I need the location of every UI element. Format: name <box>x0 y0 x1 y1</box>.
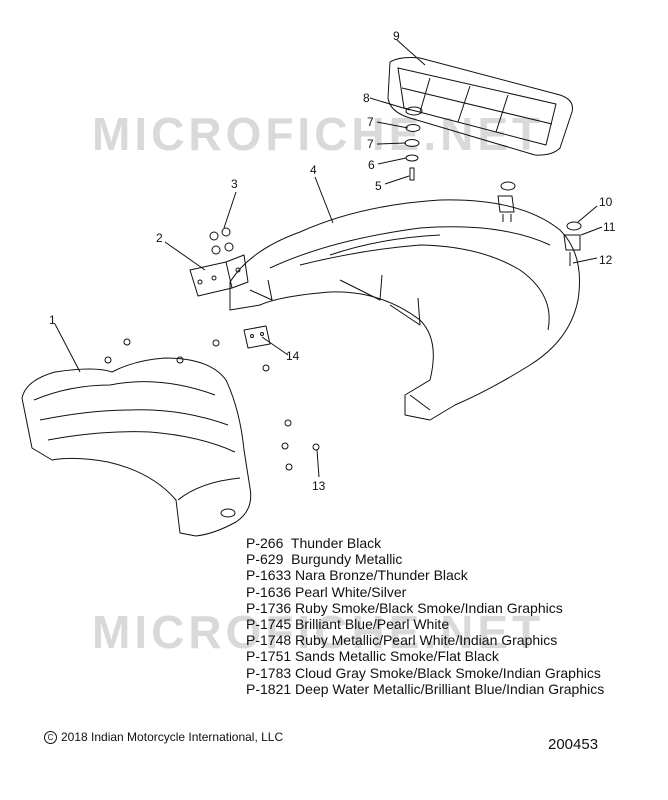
watermark-top: MICROFICHE.NET <box>92 108 544 160</box>
color-option: P-1745 Brilliant Blue/Pearl White <box>246 616 604 632</box>
color-name: Ruby Smoke/Black Smoke/Indian Graphics <box>295 599 563 616</box>
color-code: P-1751 <box>246 648 292 665</box>
color-name: Pearl White/Silver <box>295 583 407 600</box>
color-option: P-1633 Nara Bronze/Thunder Black <box>246 567 604 583</box>
callout-7a: 7 <box>367 115 374 129</box>
color-option: P-1636 Pearl White/Silver <box>246 584 604 600</box>
callout-2: 2 <box>156 231 163 245</box>
copyright-notice: C 2018 Indian Motorcycle International, L… <box>44 730 283 744</box>
copyright-text: 2018 Indian Motorcycle International, LL… <box>61 730 284 744</box>
latch-parts <box>497 181 582 266</box>
color-code: P-1736 <box>246 599 292 616</box>
nuts-part <box>209 227 234 255</box>
color-option: P-1748 Ruby Metallic/Pearl White/Indian … <box>246 632 604 648</box>
color-code: P-1783 <box>246 664 292 681</box>
callout-9: 9 <box>393 29 400 43</box>
color-code: P-629 <box>246 551 284 568</box>
bracket-part <box>243 325 271 349</box>
color-code: P-1748 <box>246 632 292 649</box>
color-name: Burgundy Metallic <box>291 551 403 568</box>
callout-10: 10 <box>599 195 613 209</box>
callout-8: 8 <box>363 91 370 105</box>
luggage-rack-part <box>387 57 573 156</box>
color-name: Thunder Black <box>290 535 382 551</box>
diagram-number: 200453 <box>548 736 599 753</box>
color-option: P-1751 Sands Metallic Smoke/Flat Black <box>246 648 604 664</box>
color-name: Brilliant Blue/Pearl White <box>295 616 450 633</box>
color-option: P-629 Burgundy Metallic <box>246 551 604 567</box>
color-option: P-1736 Ruby Smoke/Black Smoke/Indian Gra… <box>246 600 604 616</box>
color-options-list: P-266 Thunder Black P-629 Burgundy Metal… <box>246 535 604 697</box>
callout-3: 3 <box>231 177 238 191</box>
color-name: Ruby Metallic/Pearl White/Indian Graphic… <box>295 632 558 649</box>
callout-11: 11 <box>603 220 616 234</box>
trunk-shell-part <box>229 199 581 421</box>
color-code: P-1745 <box>246 616 292 633</box>
callout-4: 4 <box>310 163 317 177</box>
callout-13: 13 <box>312 479 326 493</box>
color-name: Deep Water Metallic/Brilliant Blue/India… <box>295 680 605 697</box>
color-name: Cloud Gray Smoke/Black Smoke/Indian Grap… <box>295 664 601 681</box>
callout-6: 6 <box>368 158 375 172</box>
screws <box>104 338 320 471</box>
callout-12: 12 <box>599 253 613 267</box>
color-code: P-1633 <box>246 567 292 584</box>
hinge-part <box>189 254 249 297</box>
color-name: Sands Metallic Smoke/Flat Black <box>295 648 499 665</box>
callout-labels: 1 2 3 4 5 6 7 7 8 9 10 11 12 13 14 <box>49 29 616 493</box>
backrest-pad-part <box>21 357 252 537</box>
leader-lines <box>54 39 603 478</box>
color-code: P-1821 <box>246 680 292 697</box>
callout-14: 14 <box>286 349 300 363</box>
color-code: P-266 <box>246 535 284 551</box>
callout-7b: 7 <box>367 137 374 151</box>
color-option: P-1783 Cloud Gray Smoke/Black Smoke/Indi… <box>246 665 604 681</box>
color-option: P-266 Thunder Black <box>246 535 604 551</box>
callout-5: 5 <box>375 179 382 193</box>
color-code: P-1636 <box>246 583 292 600</box>
copyright-icon: C <box>44 731 57 744</box>
callout-1: 1 <box>49 313 56 327</box>
watermark-bottom: MICROFICHE.NET <box>92 606 544 658</box>
color-option: P-1821 Deep Water Metallic/Brilliant Blu… <box>246 681 604 697</box>
color-name: Nara Bronze/Thunder Black <box>295 567 468 584</box>
